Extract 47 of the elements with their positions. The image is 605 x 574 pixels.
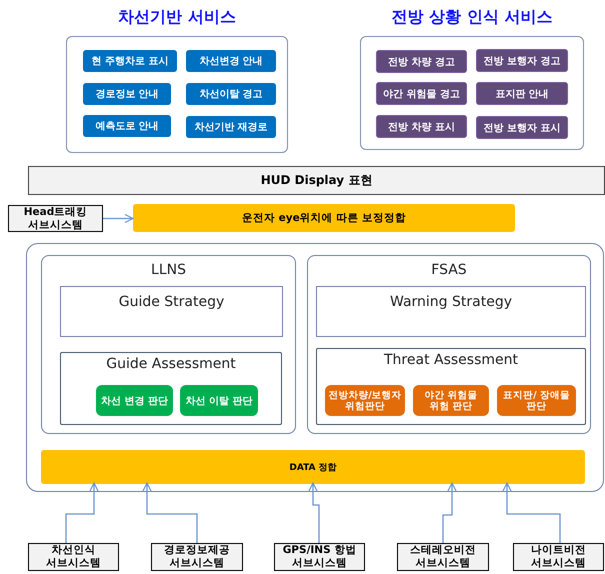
service-button: 현 주행차로 표시: [83, 50, 177, 72]
service-button: 차선이탈 경고: [186, 83, 276, 105]
service-button: 전방 보행자 표시: [476, 116, 568, 139]
arrow: [442, 482, 457, 543]
judgement-button: 야간 위험물 위험 판단: [413, 385, 489, 416]
service-button: 차선변경 안내: [186, 50, 276, 72]
process-bar: DATA 정합: [41, 450, 585, 484]
service-button: 표지판 안내: [476, 82, 568, 105]
service-button: 전방 보행자 경고: [476, 49, 568, 72]
assessment-box: [60, 352, 282, 425]
process-bar: 운전자 eye위치에 따른 보정정합: [133, 204, 515, 232]
box-title: FSAS: [430, 262, 468, 278]
box-title: Guide Assessment: [105, 356, 237, 372]
module-box: [41, 255, 296, 434]
arrow: [502, 482, 561, 543]
subsystem-box: 경로정보제공 서브시스템: [151, 543, 243, 571]
service-button: 야간 위험물 경고: [376, 82, 467, 105]
subsystem-box: Head트래킹 서브시스템: [8, 205, 103, 232]
judgement-button: 차선 이탈 판단: [180, 385, 258, 416]
assessment-box: [316, 348, 586, 425]
subsystem-box: 차선인식 서브시스템: [28, 543, 119, 571]
judgement-button: 전방차량/보행자 위험판단: [325, 385, 405, 416]
service-button: 경로정보 안내: [83, 83, 171, 105]
box-title: Threat Assessment: [383, 352, 519, 368]
panel-heading: 차선기반 서비스: [117, 6, 237, 28]
strategy-box: [316, 286, 586, 337]
panel-heading: 전방 상황 인식 서비스: [390, 6, 554, 28]
arrow: [65, 482, 99, 543]
box-title: LLNS: [150, 262, 187, 278]
display-bar: HUD Display 표현: [28, 166, 605, 195]
subsystem-box: GPS/INS 항법 서브시스템: [274, 543, 365, 571]
subsystem-box: 나이트비전 서브시스템: [513, 543, 604, 571]
arrow: [103, 214, 134, 224]
system-box: [26, 243, 604, 492]
judgement-button: 표지판/ 장애물 판단: [497, 385, 576, 416]
service-button: 예측도로 안내: [83, 115, 171, 137]
box-title: Guide Strategy: [118, 294, 226, 310]
arrow: [308, 482, 320, 543]
arrow: [142, 482, 198, 543]
module-box: [307, 255, 591, 434]
strategy-box: [60, 286, 283, 337]
service-button: 전방 차량 경고: [376, 50, 467, 73]
service-button: 전방 차량 표시: [376, 115, 467, 138]
judgement-button: 차선 변경 판단: [96, 385, 173, 416]
service-button: 차선기반 재경로: [186, 116, 276, 138]
subsystem-box: 스테레오비전 서브시스템: [397, 543, 489, 571]
box-title: Warning Strategy: [389, 294, 513, 310]
